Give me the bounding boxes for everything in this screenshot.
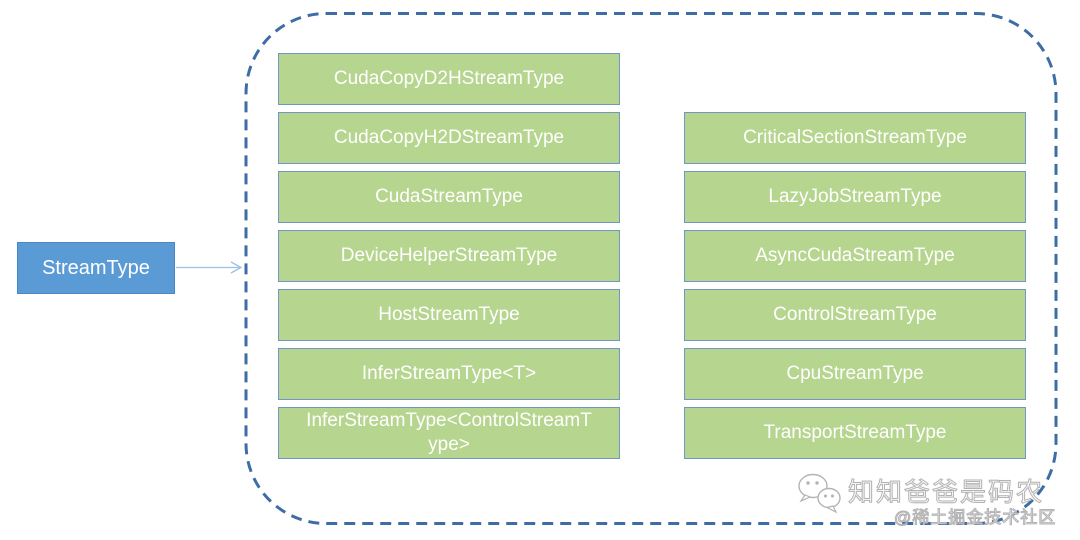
subtype-node: AsyncCudaStreamType — [684, 230, 1026, 282]
watermark-author: 知知爸爸是码农 — [847, 477, 1045, 508]
subtype-node: LazyJobStreamType — [684, 171, 1026, 223]
subtype-node: HostStreamType — [278, 289, 620, 341]
subtype-node: CudaCopyD2HStreamType — [278, 53, 620, 105]
subtype-node: CudaCopyH2DStreamType — [278, 112, 620, 164]
subtype-node: InferStreamType<T> — [278, 348, 620, 400]
dashed-container-border — [244, 12, 1058, 525]
subtype-node: TransportStreamType — [684, 407, 1026, 459]
subtype-node: InferStreamType<ControlStreamType> — [278, 407, 620, 459]
watermark-community: @稀土掘金技术社区 — [893, 508, 1057, 528]
root-node-streamtype: StreamType — [17, 242, 175, 294]
subtype-node: CudaStreamType — [278, 171, 620, 223]
wechat-chat-bubbles-icon — [798, 473, 841, 514]
subtype-node: CriticalSectionStreamType — [684, 112, 1026, 164]
subtype-node: DeviceHelperStreamType — [278, 230, 620, 282]
connector-arrow — [176, 261, 243, 274]
subtype-node: ControlStreamType — [684, 289, 1026, 341]
subtype-node: CpuStreamType — [684, 348, 1026, 400]
watermark: 知知爸爸是码农 @稀土掘金技术社区 — [796, 470, 1076, 534]
